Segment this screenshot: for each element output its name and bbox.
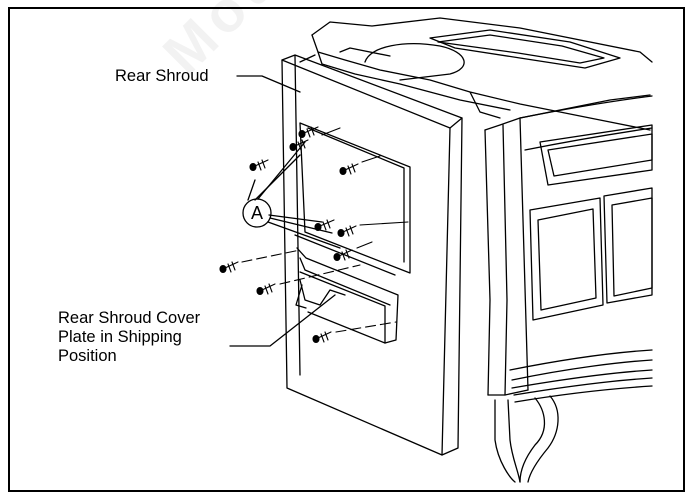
cover-plate-label-line3: Position — [58, 347, 117, 365]
screw — [339, 155, 381, 176]
screw — [289, 139, 309, 152]
stove-top — [299, 17, 653, 131]
screw — [337, 221, 409, 238]
callout-a-letter: A — [250, 203, 263, 223]
stove-body — [484, 94, 653, 483]
screw — [333, 241, 373, 262]
screw — [314, 219, 335, 232]
screw — [298, 126, 341, 139]
cover-plate-label-line1: Rear Shroud Cover — [58, 309, 201, 327]
rear-shroud-label: Rear Shroud — [115, 67, 209, 85]
screws — [219, 126, 409, 344]
cover-plate-label-line2: Plate in Shipping — [58, 328, 182, 346]
label-leaders — [229, 75, 336, 347]
screw — [312, 321, 397, 344]
screw — [256, 264, 361, 296]
screw — [219, 249, 301, 274]
rear-shroud-panel — [281, 54, 463, 456]
cover-plate-label: Rear Shroud Cover Plate in Shipping Posi… — [58, 309, 200, 366]
figure-frame — [8, 7, 685, 492]
screw — [249, 159, 269, 172]
callout-a-circle — [242, 198, 272, 228]
callout-leaders — [242, 141, 341, 249]
